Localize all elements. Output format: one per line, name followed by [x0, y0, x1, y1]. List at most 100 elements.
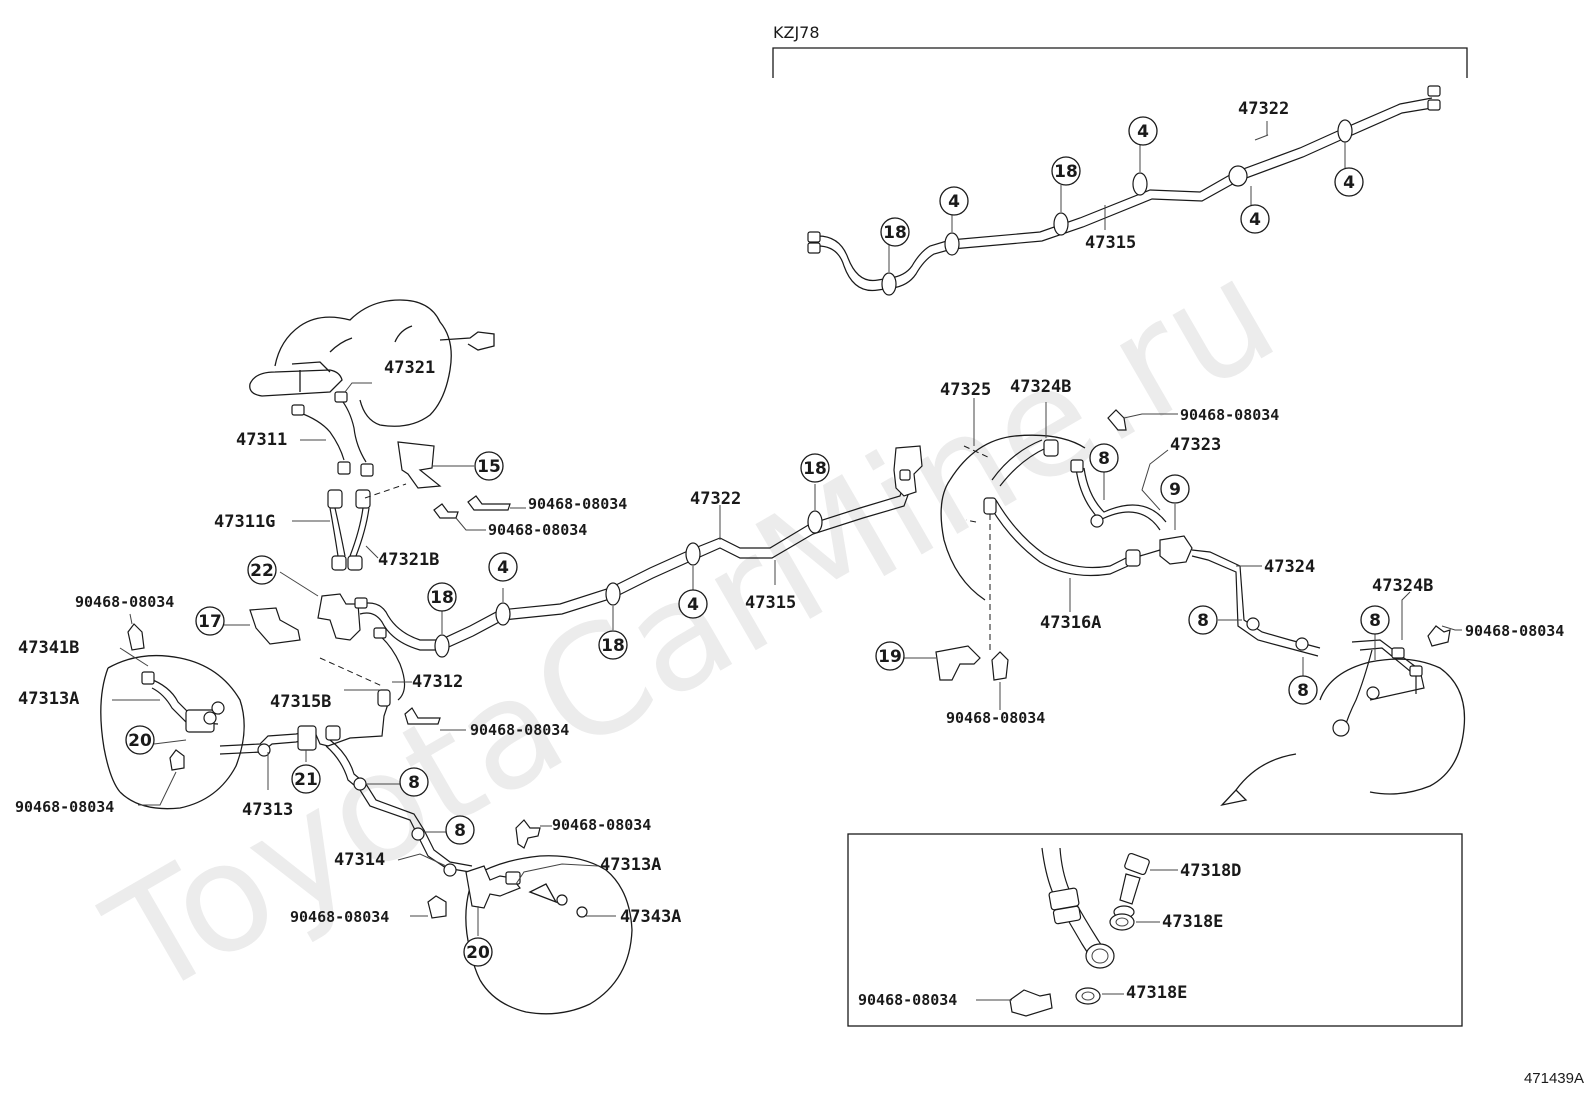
part-label: 47312 [412, 672, 463, 692]
part-label: 47322 [1238, 99, 1289, 119]
part-label: 90468-08034 [470, 721, 569, 739]
diagram-id: 471439A [1523, 1070, 1584, 1087]
callout-4: 4 [1128, 116, 1158, 146]
callout-21: 21 [291, 764, 321, 794]
svg-text:22: 22 [250, 561, 274, 581]
part-label: 90468-08034 [488, 521, 587, 539]
part-label: 47322 [690, 489, 741, 509]
svg-text:15: 15 [477, 457, 501, 477]
svg-text:4: 4 [1249, 210, 1261, 230]
svg-text:18: 18 [803, 459, 827, 479]
svg-text:17: 17 [198, 612, 222, 632]
part-label: 90468-08034 [1465, 622, 1564, 640]
callout-20: 20 [125, 725, 155, 755]
callout-18: 18 [427, 582, 457, 612]
callout-4: 4 [1240, 204, 1270, 234]
svg-text:20: 20 [466, 943, 490, 963]
part-label: 47313 [242, 800, 293, 820]
part-label: 47311 [236, 430, 287, 450]
part-label: 47318D [1180, 861, 1241, 881]
part-label: 47316A [1040, 613, 1101, 633]
bracket-17 [249, 607, 301, 645]
part-label: 47325 [940, 380, 991, 400]
main-brake-pipe [354, 445, 923, 701]
clip [1427, 625, 1451, 647]
clip [404, 707, 441, 725]
bracket-15 [397, 441, 442, 489]
part-label: 47323 [1170, 435, 1221, 455]
clip [433, 503, 459, 519]
part-label: 47318E [1162, 912, 1223, 932]
proportioning-valve [317, 593, 361, 641]
callout-8: 8 [445, 815, 475, 845]
part-label: 90468-08034 [528, 495, 627, 513]
svg-text:18: 18 [601, 636, 625, 656]
svg-text:19: 19 [878, 647, 902, 667]
part-label: 90468-08034 [15, 798, 114, 816]
part-label: 47313A [600, 855, 661, 875]
junction-21 [297, 725, 317, 751]
svg-text:9: 9 [1169, 480, 1181, 500]
callout-4: 4 [1334, 167, 1364, 197]
part-label: 47315 [745, 593, 796, 613]
part-label: 90468-08034 [1180, 406, 1279, 424]
clip [515, 819, 541, 849]
svg-text:4: 4 [497, 558, 509, 578]
part-label: 47324 [1264, 557, 1315, 577]
svg-text:8: 8 [1369, 611, 1381, 631]
top-brake-pipe [807, 85, 1441, 296]
detail-arrow [1235, 753, 1297, 791]
part-label: 47343A [620, 907, 681, 927]
clip [169, 749, 185, 771]
part-label: 47311G [214, 512, 275, 532]
svg-text:8: 8 [1098, 449, 1110, 469]
bracket-19 [935, 645, 981, 681]
part-label: 90468-08034 [552, 816, 651, 834]
callout-18: 18 [1051, 156, 1081, 186]
callout-17: 17 [195, 606, 225, 636]
flex-hose-pair [327, 489, 371, 571]
callout-19: 19 [875, 641, 905, 671]
part-label: 90468-08034 [858, 991, 957, 1009]
part-label: 47314 [334, 850, 385, 870]
part-label: 47341B [18, 638, 79, 658]
callout-20: 20 [463, 937, 493, 967]
part-label: 90468-08034 [75, 593, 174, 611]
part-label: 47321 [384, 358, 435, 378]
svg-text:4: 4 [1343, 173, 1355, 193]
part-label: 47315B [270, 692, 331, 712]
callout-18: 18 [800, 453, 830, 483]
svg-text:4: 4 [948, 192, 960, 212]
variant-bracket [772, 47, 1468, 78]
svg-text:21: 21 [294, 770, 318, 790]
part-label: 47313A [18, 689, 79, 709]
part-label: 47324B [1010, 377, 1071, 397]
clip [127, 623, 145, 651]
flex-hose [989, 505, 1129, 577]
callout-4: 4 [678, 589, 708, 619]
clip [427, 895, 447, 919]
svg-text:18: 18 [883, 223, 907, 243]
callout-8: 8 [1089, 443, 1119, 473]
part-label: 47318E [1126, 983, 1187, 1003]
master-cylinder [249, 299, 495, 427]
callout-9: 9 [1160, 474, 1190, 504]
svg-text:4: 4 [1137, 122, 1149, 142]
callout-4: 4 [488, 552, 518, 582]
part-label: 47321B [378, 550, 439, 570]
left-wheel-assembly [100, 654, 245, 810]
clip [467, 495, 511, 511]
part-label: 47315 [1085, 233, 1136, 253]
part-label: 90468-08034 [290, 908, 389, 926]
svg-text:8: 8 [408, 773, 420, 793]
three-way-joint [1159, 535, 1193, 565]
rear-axle-housing [940, 434, 1466, 795]
callout-8: 8 [399, 767, 429, 797]
clip [1107, 409, 1127, 431]
part-label: 90468-08034 [946, 709, 1045, 727]
svg-text:8: 8 [454, 821, 466, 841]
part-label: 47324B [1372, 576, 1433, 596]
svg-text:4: 4 [687, 595, 699, 615]
